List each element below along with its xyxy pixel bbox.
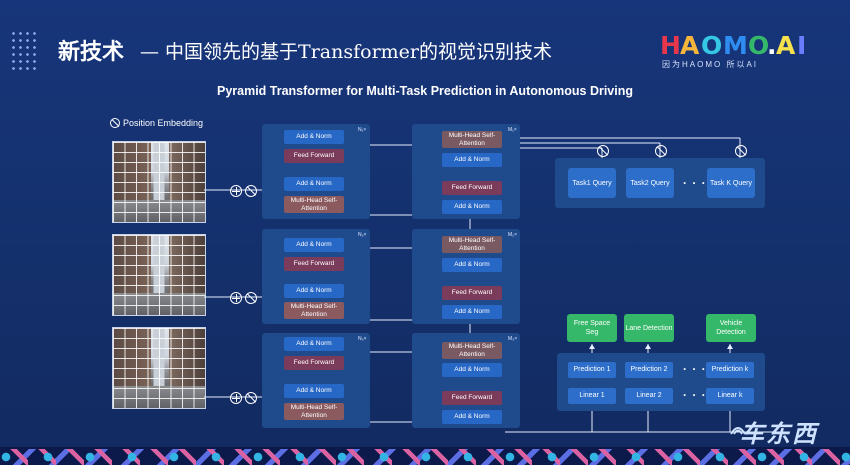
add-norm-block: Add & Norm	[284, 284, 344, 298]
position-embedding-label: Position Embedding	[123, 118, 204, 128]
query-ellipsis: · · ·	[683, 176, 707, 190]
add-norm-block: Add & Norm	[442, 153, 502, 167]
decoder-panel-2: M₂× Multi-Head Self-Attention Add & Norm…	[412, 229, 520, 324]
linear-2: Linear 2	[625, 388, 673, 404]
output-free-space-seg: Free Space Seg	[567, 314, 617, 342]
self-attention-block: Multi-Head Self-Attention	[442, 236, 502, 253]
decoder-panel-1: M₁× Multi-Head Self-Attention Add & Norm…	[412, 124, 520, 219]
haomo-logo-mark: H A O M O . A I	[660, 31, 806, 60]
decoder-repeat-label: M₂×	[508, 232, 518, 238]
linear-1: Linear 1	[568, 388, 616, 404]
logo-tagline: 因为HAOMO 所以AI	[662, 60, 759, 69]
add-norm-block: Add & Norm	[442, 258, 502, 272]
street-image-3	[112, 327, 206, 409]
decoder-repeat-label: M₃×	[508, 336, 518, 342]
position-embedding-icon-q1	[597, 145, 609, 157]
page-subtitle: — 中国领先的基于Transformer的视觉识别技术	[140, 41, 553, 63]
feed-forward-block: Feed Forward	[284, 149, 344, 163]
encoder-repeat-label: N₂×	[358, 232, 367, 238]
task-query-2: Task2 Query	[626, 168, 674, 198]
svg-text:.: .	[767, 31, 777, 60]
position-embedding-icon-2	[245, 292, 257, 304]
street-image-2	[112, 234, 206, 316]
prediction-1: Prediction 1	[568, 362, 616, 378]
position-embedding-icon	[110, 118, 120, 128]
add-norm-block: Add & Norm	[442, 410, 502, 424]
svg-text:I: I	[797, 31, 806, 60]
encoder-repeat-label: N₃×	[358, 336, 367, 342]
feed-forward-block: Feed Forward	[284, 257, 344, 271]
prediction-2: Prediction 2	[625, 362, 673, 378]
prediction-k: Prediction k	[706, 362, 754, 378]
decoder-repeat-label: M₁×	[508, 127, 517, 133]
position-embedding-icon-q3	[735, 145, 747, 157]
watermark-text: 车东西	[740, 421, 818, 448]
linear-k: Linear k	[706, 388, 754, 404]
feed-forward-block: Feed Forward	[442, 181, 502, 195]
add-norm-block: Add & Norm	[284, 337, 344, 351]
footer-pattern	[0, 447, 850, 465]
add-norm-block: Add & Norm	[442, 305, 502, 319]
position-embedding-icon-q2	[655, 145, 667, 157]
haomo-logo: H A O M O . A I 因为HAOMO 所以AI	[660, 30, 830, 72]
decor-dots	[10, 30, 36, 70]
prediction-ellipsis: · · ·	[683, 362, 707, 376]
encoder-repeat-label: N₁×	[358, 127, 367, 133]
add-norm-block: Add & Norm	[284, 130, 344, 144]
decoder-panel-3: M₃× Multi-Head Self-Attention Add & Norm…	[412, 333, 520, 428]
feed-forward-block: Feed Forward	[284, 356, 344, 370]
watermark-logo: 车东西	[728, 408, 838, 448]
svg-text:A: A	[680, 31, 700, 60]
feed-forward-block: Feed Forward	[442, 391, 502, 405]
feed-forward-block: Feed Forward	[442, 286, 502, 300]
self-attention-block: Multi-Head Self-Attention	[284, 403, 344, 420]
add-op-icon-2	[230, 292, 242, 304]
street-image-1	[112, 141, 206, 223]
add-norm-block: Add & Norm	[284, 177, 344, 191]
diagram-title: Pyramid Transformer for Multi-Task Predi…	[216, 84, 634, 98]
svg-text:H: H	[660, 31, 681, 60]
add-norm-block: Add & Norm	[284, 384, 344, 398]
output-lane-detection: Lane Detection	[624, 314, 674, 342]
add-norm-block: Add & Norm	[442, 363, 502, 377]
encoder-panel-1: N₁× Add & Norm Feed Forward Add & Norm M…	[262, 124, 370, 219]
position-embedding-legend: Position Embedding	[110, 118, 203, 128]
position-embedding-icon-1	[245, 185, 257, 197]
signal-icon	[730, 427, 746, 435]
linear-ellipsis: · · ·	[683, 388, 707, 402]
task-query-1: Task1 Query	[568, 168, 616, 198]
self-attention-block: Multi-Head Self-Attention	[442, 131, 502, 148]
self-attention-block: Multi-Head Self-Attention	[284, 302, 344, 319]
svg-text:O: O	[701, 31, 722, 60]
svg-text:A: A	[776, 31, 796, 60]
self-attention-block: Multi-Head Self-Attention	[442, 342, 502, 359]
add-op-icon-3	[230, 392, 242, 404]
self-attention-block: Multi-Head Self-Attention	[284, 196, 344, 213]
task-query-k: Task K Query	[707, 168, 755, 198]
page-title: 新技术	[58, 39, 125, 64]
add-norm-block: Add & Norm	[442, 200, 502, 214]
encoder-panel-2: N₂× Add & Norm Feed Forward Add & Norm M…	[262, 229, 370, 324]
encoder-panel-3: N₃× Add & Norm Feed Forward Add & Norm M…	[262, 333, 370, 428]
svg-text:O: O	[748, 31, 769, 60]
position-embedding-icon-3	[245, 392, 257, 404]
output-vehicle-detection: Vehicle Detection	[706, 314, 756, 342]
add-op-icon-1	[230, 185, 242, 197]
add-norm-block: Add & Norm	[284, 238, 344, 252]
svg-text:M: M	[723, 31, 748, 60]
